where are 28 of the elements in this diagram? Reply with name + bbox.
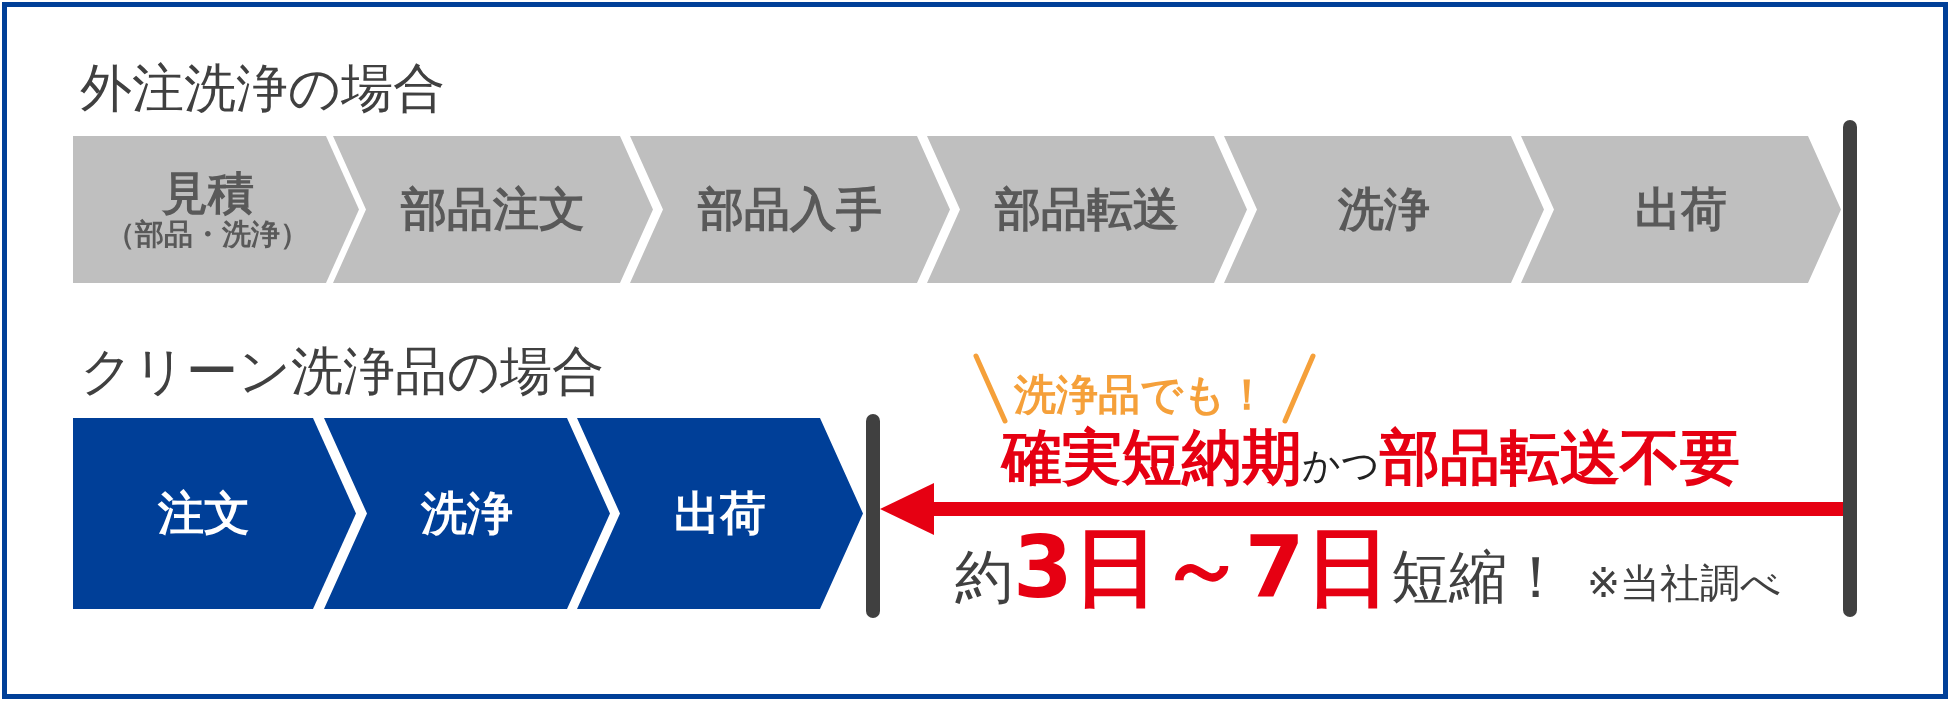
result-text: 約3日～7日短縮！ — [955, 520, 1565, 615]
step-label: 洗浄 — [421, 488, 513, 539]
callout-text: 洗浄品でも！ — [1014, 372, 1268, 419]
step-label: 出荷 — [1635, 184, 1727, 235]
process-step — [1224, 136, 1544, 283]
process-step — [333, 136, 653, 283]
process-step — [324, 418, 610, 609]
vertical-bar — [1843, 120, 1857, 617]
step-label: 注文 — [157, 488, 250, 539]
process-step — [577, 418, 863, 609]
step-label: 部品転送 — [995, 184, 1179, 235]
process-step — [630, 136, 950, 283]
process-step — [73, 418, 356, 609]
section-heading: 外注洗浄の場合 — [80, 60, 445, 118]
step-label: 見積 — [161, 168, 254, 219]
step-note: （部品・洗浄） — [106, 218, 309, 251]
step-label: 洗浄 — [1338, 184, 1430, 235]
process-step — [1521, 136, 1841, 283]
process-step — [73, 136, 359, 283]
step-label: 部品入手 — [698, 184, 882, 235]
footnote: ※当社調べ — [1586, 561, 1782, 605]
step-label: 出荷 — [674, 488, 766, 539]
section-heading: クリーン洗浄品の場合 — [80, 343, 604, 401]
edge-label: 確実短納期かつ部品転送不要 — [1002, 424, 1740, 490]
arrow — [880, 483, 1843, 535]
vertical-bar — [866, 414, 880, 618]
step-label: 部品注文 — [401, 184, 585, 235]
process-step — [927, 136, 1247, 283]
